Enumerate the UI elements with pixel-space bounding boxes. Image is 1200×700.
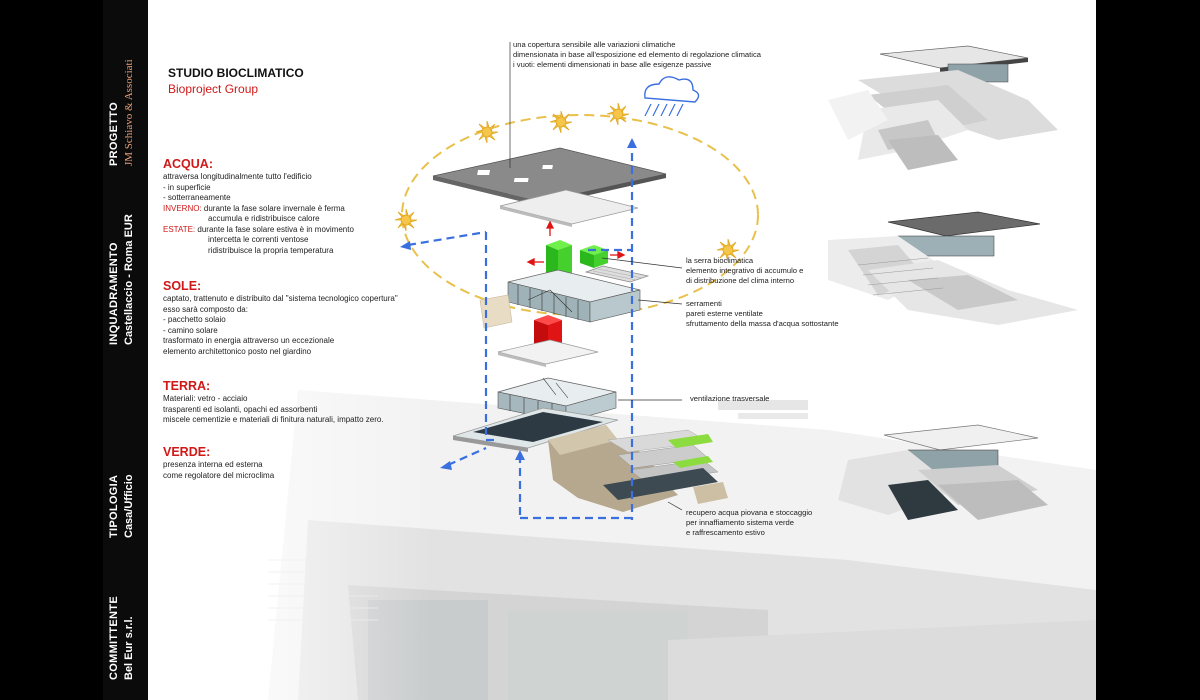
annotation-line: una copertura sensibile alle variazioni …: [513, 40, 676, 49]
building-render-bottom: [838, 424, 1048, 520]
project-logo: JM Schiavo & Associati: [123, 59, 135, 166]
verde-body: presenza interna ed esterna come regolat…: [163, 460, 274, 481]
annotation-line: pareti esterne ventilate: [686, 309, 763, 318]
diagram-subtitle: Bioproject Group: [168, 82, 259, 96]
acqua-body: attraversa longitudinalmente tutto l'edi…: [163, 172, 354, 256]
type-value-block: Casa/Ufficio: [123, 474, 135, 538]
sole-line: - camino solare: [163, 325, 218, 335]
sun-icon: [716, 238, 740, 262]
framing-value-block: Castellaccio - Roma EUR: [123, 214, 135, 345]
client-block: COMMITTENTE: [108, 596, 120, 680]
annotation-line: per innaffiamento sistema verde: [686, 518, 794, 527]
annotation-recupero: recupero acqua piovana e stoccaggio per …: [686, 508, 812, 538]
annotation-line: di distribuzione del clima interno: [686, 276, 795, 285]
building-render-top: [828, 45, 1058, 170]
project-logo-block: JM Schiavo & Associati: [123, 59, 135, 166]
leader-lines: [509, 42, 683, 511]
sole-heading: SOLE:: [163, 279, 202, 293]
framing-label: INQUADRAMENTO: [108, 242, 120, 345]
annotation-ventilazione: ventilazione trasversale: [690, 394, 769, 404]
terra-line: miscele cementizie e materiali di finitu…: [163, 415, 384, 424]
building-renders-right: [828, 45, 1078, 520]
heat-arrow-icon: [526, 220, 626, 267]
verde-line: come regolatore del microclima: [163, 470, 275, 480]
type-value: Casa/Ufficio: [123, 474, 135, 538]
project-label: PROGETTO: [108, 102, 120, 166]
annotation-line: la serra bioclimatica: [686, 256, 754, 265]
annotation-line: ventilazione trasversale: [690, 394, 770, 403]
sole-line: trasformato in energia attraverso un ecc…: [163, 336, 335, 345]
floor-slab: [497, 339, 599, 365]
client-value-block: Bel Eur s.r.l.: [123, 616, 135, 680]
framing-block: INQUADRAMENTO: [108, 242, 120, 345]
annotation-line: dimensionata in base all'esposizione ed …: [513, 50, 761, 59]
stone-panel: [479, 294, 513, 329]
sole-body: captato, trattenuto e distribuito dal "s…: [163, 294, 398, 357]
annotation-line: i vuoti: elementi dimensionati in base a…: [513, 60, 712, 69]
verde-heading: VERDE:: [163, 445, 211, 459]
terra-body: Materiali: vetro - acciaio trasparenti e…: [163, 394, 384, 426]
annotation-line: sfruttamento della massa d'acqua sottost…: [686, 319, 839, 328]
sun-icon: [549, 110, 573, 134]
client-value: Bel Eur s.r.l.: [123, 616, 135, 680]
diagram-sheet: STUDIO BIOCLIMATICO Bioproject Group ACQ…: [148, 0, 1096, 700]
estate-label: ESTATE:: [163, 224, 196, 234]
acqua-line: attraversa longitudinalmente tutto l'edi…: [163, 172, 312, 181]
annotation-line: serramenti: [686, 299, 722, 308]
terra-line: Materiali: vetro - acciaio: [163, 394, 248, 403]
type-block: TIPOLOGIA: [108, 475, 120, 538]
project-block: PROGETTO: [108, 102, 120, 166]
annotation-serramenti: serramenti pareti esterne ventilate sfru…: [686, 299, 839, 329]
water-basin-base: [452, 407, 619, 452]
terrain-water-steps: [548, 425, 728, 512]
diagram-title: STUDIO BIOCLIMATICO: [168, 66, 304, 80]
sole-line: - pacchetto solaio: [163, 315, 226, 324]
estate-line: intercetta le correnti ventose: [208, 235, 309, 244]
annotation-line: e raffrescamento estivo: [686, 528, 765, 537]
annotation-copertura: una copertura sensibile alle variazioni …: [513, 40, 761, 70]
framing-value: Castellaccio - Roma EUR: [123, 214, 135, 345]
terra-line: trasparenti ed isolanti, opachi ed assor…: [163, 404, 318, 414]
building-render-middle: [828, 211, 1078, 325]
sun-icon: [475, 120, 499, 144]
annotation-line: elemento integrativo di accumulo e: [686, 266, 804, 275]
sun-orbit-path: [401, 114, 759, 316]
project-info-sidebar: PROGETTO JM Schiavo & Associati INQUADRA…: [103, 0, 148, 700]
verde-line: presenza interna ed esterna: [163, 460, 263, 469]
sole-line: esso sarà composto da:: [163, 304, 248, 314]
sun-icon: [606, 102, 630, 126]
annotation-line: recupero acqua piovana e stoccaggio: [686, 508, 813, 517]
exploded-bioclimatic-diagram: [394, 42, 759, 520]
air-flow-arrowhead-icon: [400, 138, 637, 470]
sole-line: captato, trattenuto e distribuito dal "s…: [163, 294, 398, 303]
sole-line: elemento architettonico posto nel giardi…: [163, 346, 312, 356]
acqua-line: - sotterraneamente: [163, 193, 231, 202]
inverno-line: accumula e ridistribuisce calore: [208, 214, 320, 223]
air-flow-arrows: [407, 140, 634, 520]
annotation-serra: la serra bioclimatica elemento integrati…: [686, 256, 803, 286]
terra-heading: TERRA:: [163, 379, 211, 393]
inverno-line: durante la fase solare invernale è ferma: [203, 203, 345, 213]
acqua-line: - in superficie: [163, 182, 211, 192]
inverno-label: INVERNO:: [163, 203, 202, 213]
estate-line: ridistribuisce la propria temperatura: [208, 245, 334, 255]
rain-cloud-icon: [644, 76, 700, 117]
client-label: COMMITTENTE: [108, 596, 120, 680]
type-label: TIPOLOGIA: [108, 474, 120, 538]
estate-line: durante la fase solare estiva è in movim…: [197, 224, 354, 234]
glass-facade-level-1: [507, 269, 641, 323]
sun-icon: [394, 208, 418, 232]
acqua-heading: ACQUA:: [163, 157, 213, 171]
